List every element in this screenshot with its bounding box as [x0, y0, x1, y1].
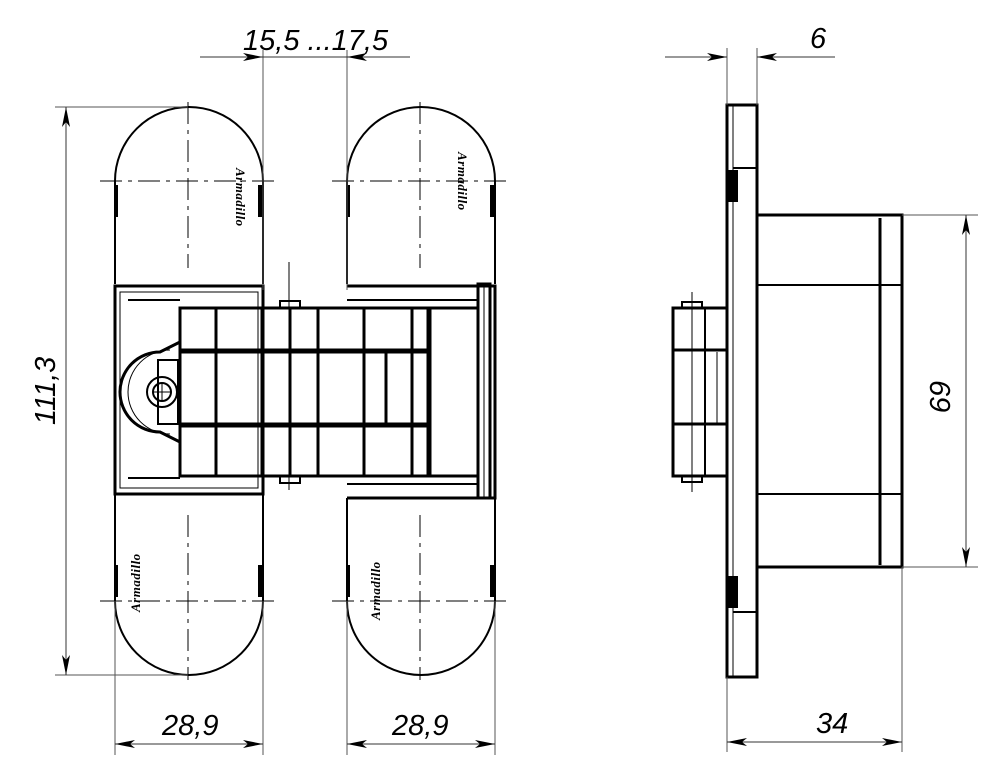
- dim-gap: 15,5 ...17,5: [200, 25, 410, 290]
- right-leaf-bottom: Armadillo: [332, 498, 508, 680]
- brand-mark: Armadillo: [128, 553, 143, 613]
- hinge-mechanism: [113, 262, 497, 500]
- dim-left-leaf-width-label: 28,9: [161, 710, 218, 742]
- left-leaf-bottom: Armadillo: [100, 495, 278, 680]
- dim-left-leaf-width: 28,9: [114, 601, 264, 755]
- dim-plate-thickness: 6: [665, 23, 835, 105]
- dim-right-leaf-width: 28,9: [346, 601, 496, 755]
- brand-mark: Armadillo: [368, 561, 383, 621]
- dim-plate-thickness-label: 6: [810, 23, 827, 55]
- side-view: [671, 103, 904, 679]
- right-leaf-top: Armadillo: [332, 102, 508, 284]
- front-view: Armadillo Armadillo Armadillo: [100, 102, 508, 680]
- left-leaf-top: Armadillo: [100, 102, 278, 284]
- dim-overall-height: 111,3: [30, 106, 188, 676]
- dim-body-height-label: 69: [923, 380, 955, 412]
- dim-side-depth: 34: [726, 567, 903, 752]
- dim-gap-label: 15,5 ...17,5: [243, 25, 389, 57]
- dim-overall-height-label: 111,3: [30, 357, 62, 425]
- dim-side-depth-label: 34: [816, 708, 848, 740]
- brand-mark: Armadillo: [233, 167, 248, 227]
- dim-body-height: 69: [902, 214, 978, 568]
- brand-mark: Armadillo: [455, 151, 470, 211]
- dim-right-leaf-width-label: 28,9: [391, 710, 448, 742]
